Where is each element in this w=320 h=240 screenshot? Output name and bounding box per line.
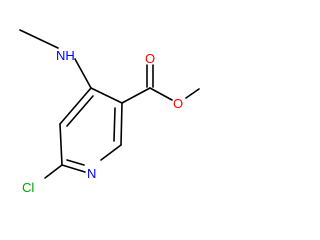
pyridine-ring	[59, 87, 123, 173]
bond-n-c2-inner	[66, 159, 85, 166]
bond-c5-c6	[120, 102, 123, 146]
bond-c6-n	[100, 144, 122, 161]
structure-canvas: Cl N NH O O	[19, 29, 200, 195]
atom-labels: Cl N NH O O	[22, 48, 183, 195]
bond-nh-methyl	[19, 29, 59, 49]
bond-c5-carbonyl	[121, 87, 151, 104]
bond-n-c2	[61, 164, 86, 173]
atom-label-nh: NH	[56, 48, 75, 63]
bond-o-methyl	[185, 88, 200, 99]
bond-c2-cl	[44, 164, 63, 179]
bond-carbonyl-o-ester	[149, 87, 173, 101]
bond-c4-nh	[74, 58, 92, 89]
bond-c3-c4	[59, 87, 92, 125]
atom-label-o-ester: O	[173, 96, 183, 111]
atom-label-o-carbonyl: O	[145, 51, 155, 66]
bond-c3-c4-inner	[66, 95, 94, 127]
bond-c2-c3	[59, 123, 63, 166]
atom-label-cl: Cl	[22, 180, 34, 195]
atom-label-n-ring: N	[87, 166, 96, 181]
substituent-bonds	[19, 29, 200, 179]
bond-c4-c5	[90, 87, 123, 104]
bond-c5-c6-inner	[113, 107, 116, 142]
